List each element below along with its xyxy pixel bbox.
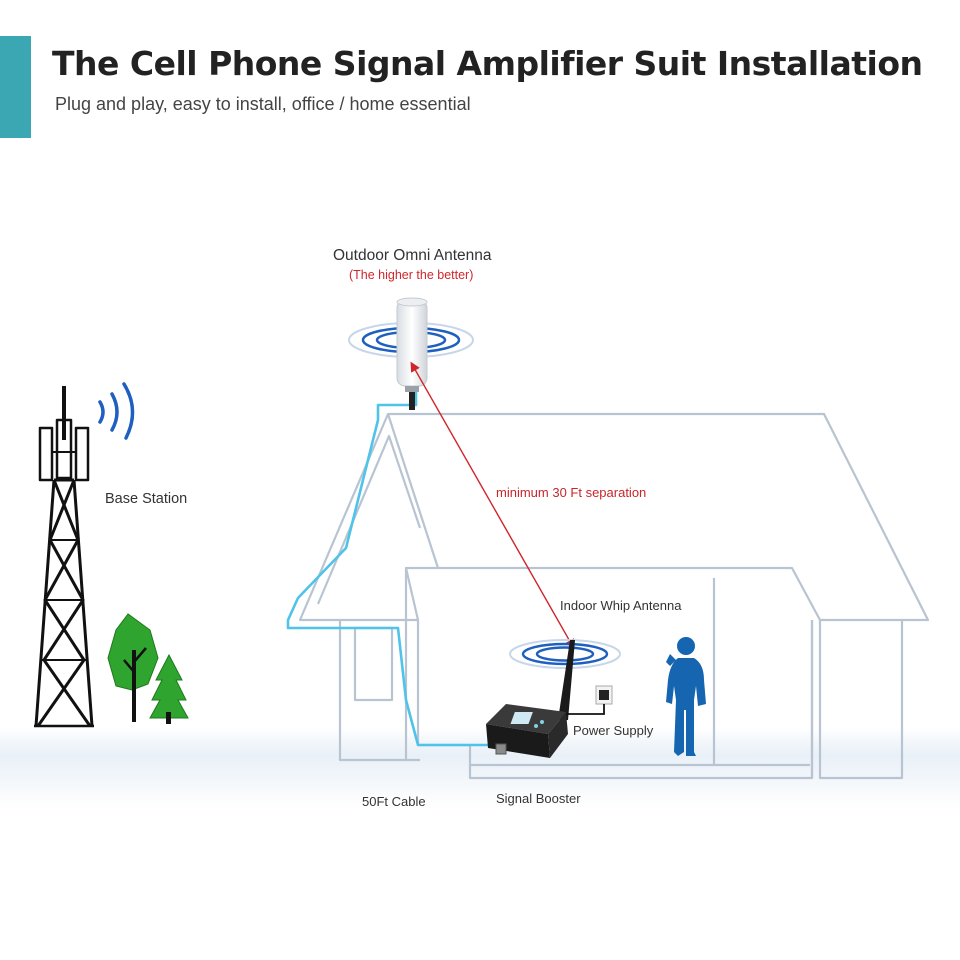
page-title: The Cell Phone Signal Amplifier Suit Ins… <box>52 44 923 83</box>
outdoor-antenna-label: Outdoor Omni Antenna <box>333 247 492 264</box>
ground <box>0 728 960 808</box>
outdoor-antenna-note: (The higher the better) <box>349 268 474 282</box>
separation-arrow <box>410 361 575 650</box>
person-on-phone-icon <box>666 637 706 756</box>
header-accent-bar <box>0 36 31 138</box>
coax-cable <box>286 392 492 747</box>
separation-label: minimum 30 Ft separation <box>496 485 647 500</box>
outdoor-omni-antenna-icon <box>396 297 428 410</box>
tree-icon <box>107 613 159 722</box>
indoor-whip-antenna-icon <box>558 640 575 720</box>
base-station-signal-icon <box>98 382 135 440</box>
page-subtitle: Plug and play, easy to install, office /… <box>55 94 471 114</box>
power-supply-icon <box>566 685 613 715</box>
base-station-label: Base Station <box>105 491 188 507</box>
signal-booster-label: Signal Booster <box>496 791 581 806</box>
indoor-antenna-label: Indoor Whip Antenna <box>560 598 682 613</box>
cable-label: 50Ft Cable <box>362 794 426 809</box>
indoor-antenna-signal-icon <box>509 639 621 669</box>
pine-tree-icon <box>149 653 189 724</box>
base-station-tower-icon <box>34 386 94 728</box>
signal-booster-icon <box>486 704 568 758</box>
power-supply-label: Power Supply <box>573 723 654 738</box>
